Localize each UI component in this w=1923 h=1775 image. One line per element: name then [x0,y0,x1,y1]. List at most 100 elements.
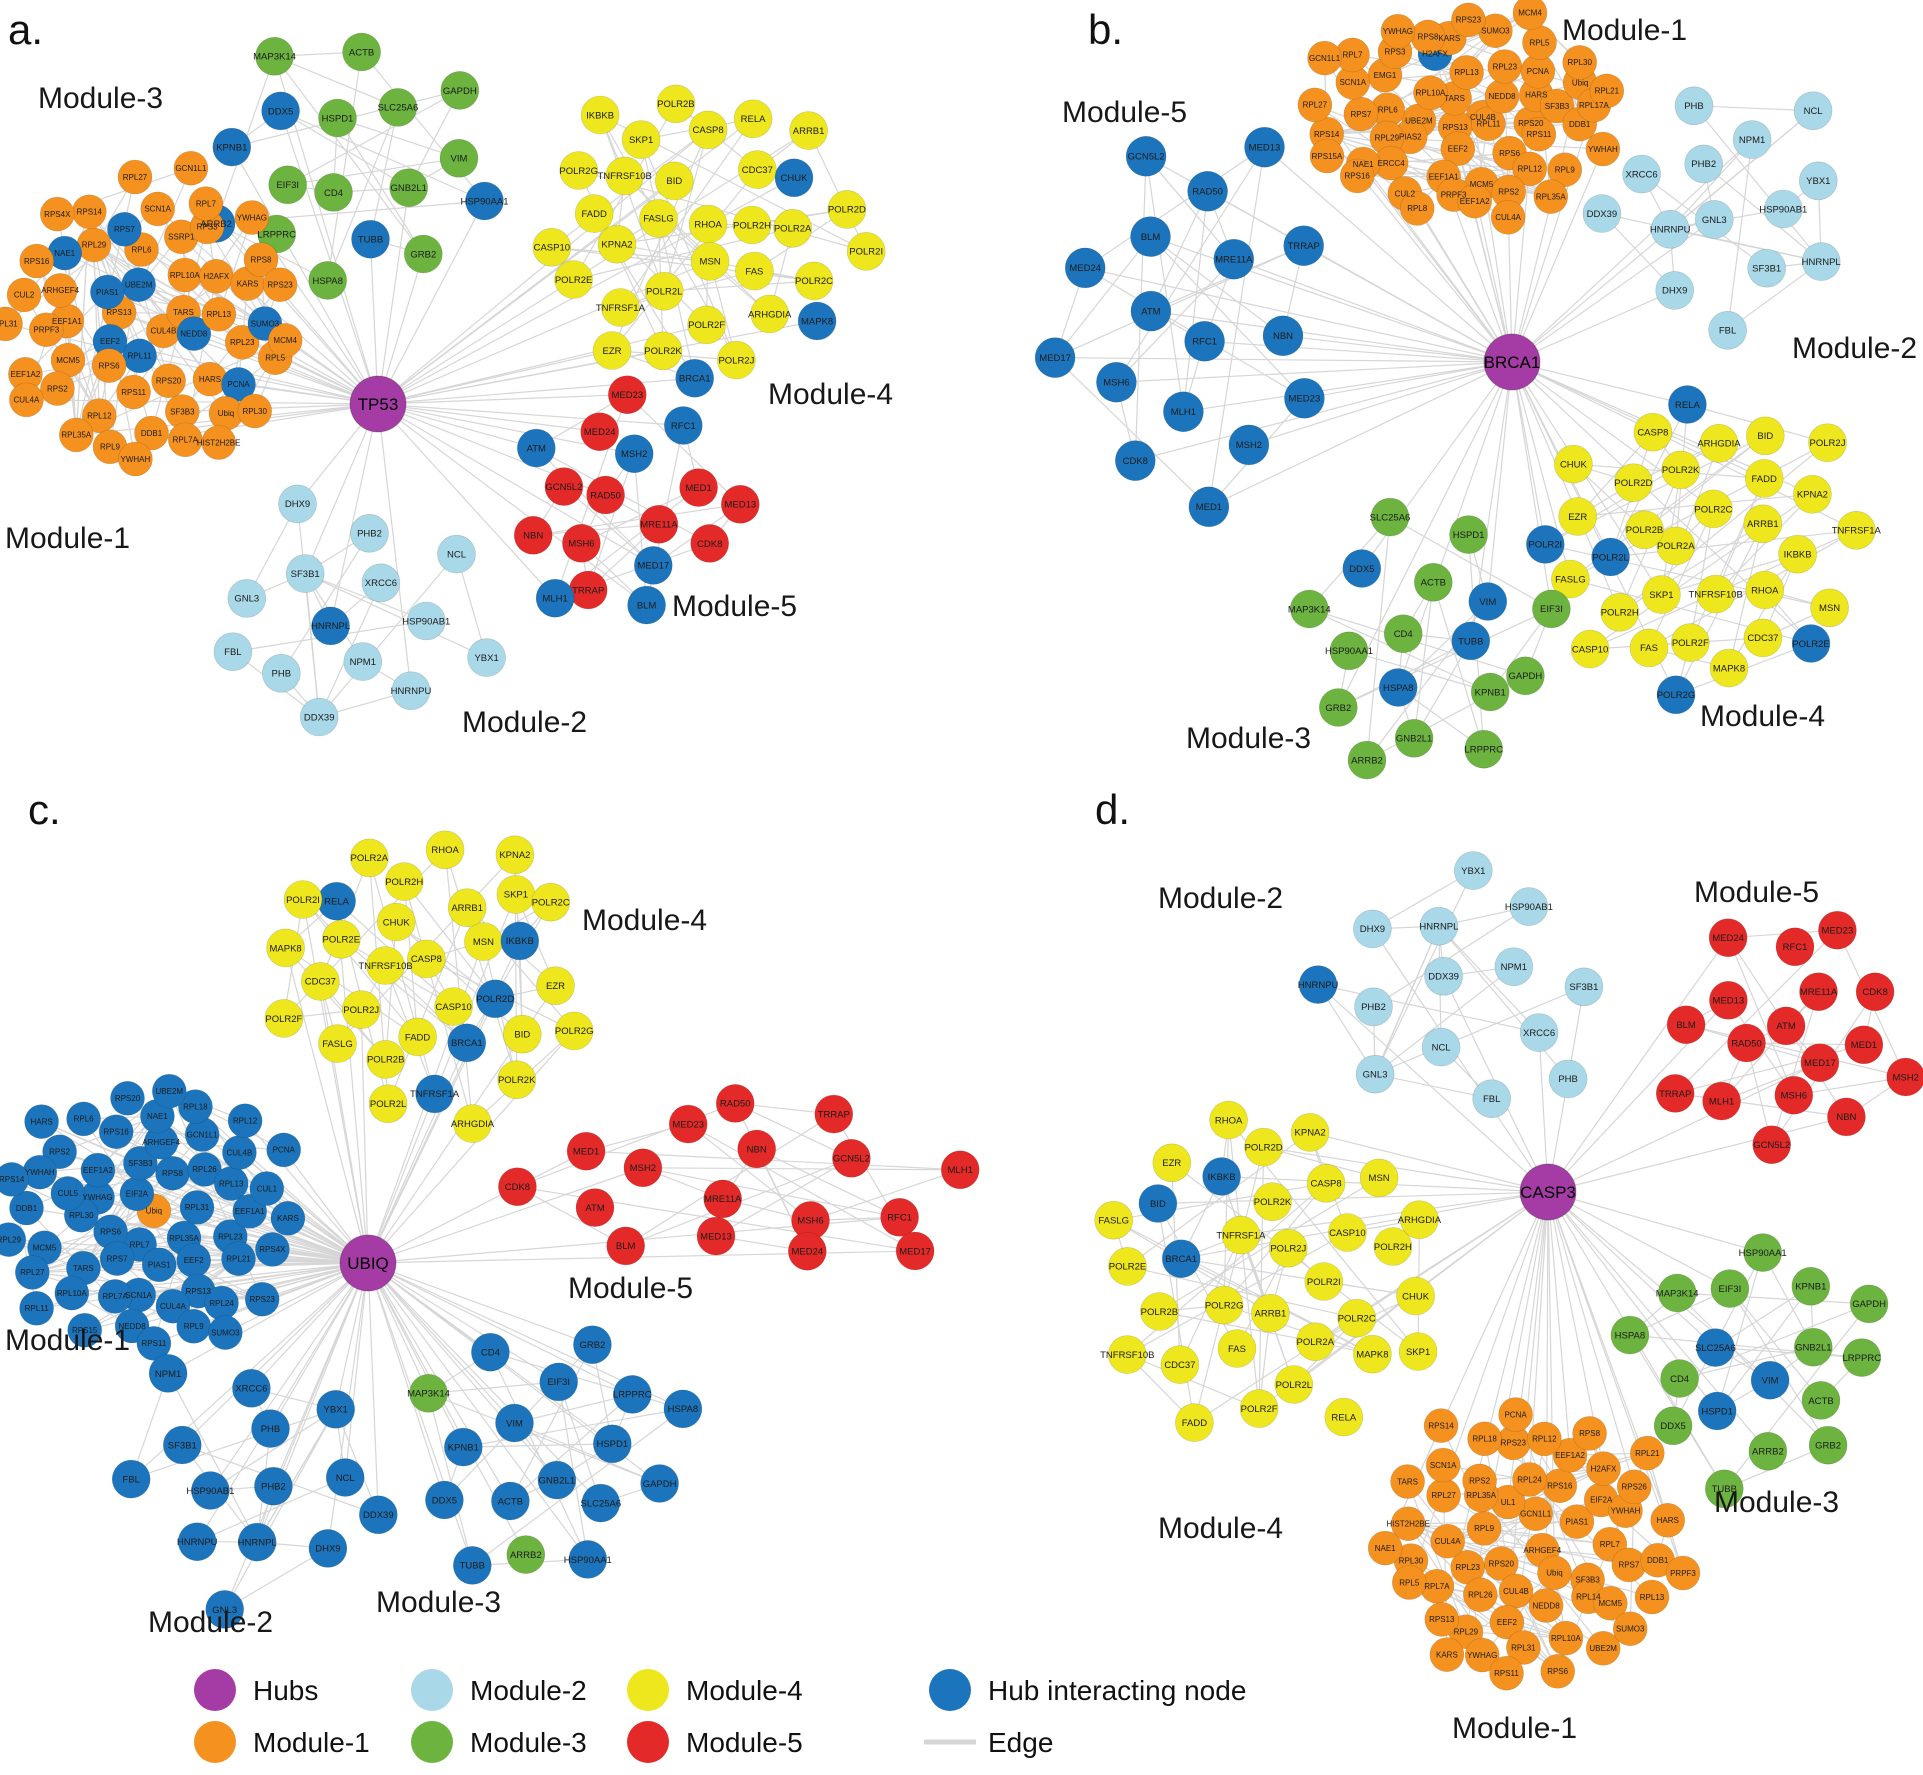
node-label-ezr: EZR [1162,1158,1181,1169]
edge [1511,148,1604,363]
node-label-gnb2l1: GNB2L1 [1795,1343,1831,1354]
node-label-ube2m: UBE2M [1405,117,1433,126]
node-scn1a [140,191,175,227]
node-rps20 [1484,1546,1519,1581]
node-label-atm: ATM [527,443,546,454]
node-label-ddb1: DDB1 [1569,120,1591,129]
node-ddx39 [1424,956,1463,996]
node-label-polr2c: POLR2C [532,898,570,909]
node-gnb2l1 [389,168,429,207]
node-label-rpl13: RPL13 [219,1179,244,1188]
edge [463,1443,613,1448]
node-label-casp8: CASP8 [411,954,442,965]
node-label-rfc1: RFC1 [887,1213,912,1224]
node-rps4x [39,196,75,232]
node-actb [491,1481,530,1521]
node-gnl3 [227,579,267,618]
node-label-arhgef4: ARHGEF4 [142,1138,180,1147]
node-rhoa [1209,1100,1248,1140]
node-label-hsp90ab1: HSP90AB1 [402,616,450,627]
node-label-hsp90aa1: HSP90AA1 [564,1555,612,1566]
node-label-rpl27: RPL27 [1303,101,1328,110]
node-label-mcm5: MCM5 [1470,180,1494,189]
node-tnfrsf1a [1221,1215,1261,1255]
node-label-rps23: RPS23 [1456,16,1482,25]
edge [687,1123,916,1252]
node-rpl31 [0,306,23,342]
edge [1727,937,1795,1096]
edge [1233,258,1513,363]
node-label-prpf3: PRPF3 [1441,190,1467,199]
edge [810,1169,961,1221]
node-slc25a6 [581,1483,621,1523]
node-arrb1 [1251,1293,1290,1333]
node-xrcc6 [1519,1013,1559,1052]
node-polr2b [1625,510,1664,550]
module-label-module-3: Module-3 [38,82,163,115]
node-label-rps16: RPS16 [24,257,50,266]
node-label-rpl31: RPL31 [185,1203,210,1212]
edge [256,1408,337,1543]
node-label-xrcc6: XRCC6 [235,1384,267,1395]
edge [1374,986,1585,1075]
node-label-grb2: GRB2 [410,249,436,260]
node-casp10 [434,987,473,1026]
node-label-sf3b1: SF3B1 [1752,264,1781,275]
node-label-tars: TARS [1444,94,1465,103]
node-msn [1810,588,1849,628]
node-label-pcna: PCNA [1527,67,1550,76]
node-label-rad50: RAD50 [1731,1038,1762,1049]
node-polr2e [554,260,593,299]
node-polr2d [1614,463,1653,503]
node-label-polr2h: POLR2H [1374,1242,1412,1253]
edge [1317,984,1540,1034]
node-label-rpl35a: RPL35A [1466,1491,1496,1500]
node-ywhag [234,200,270,235]
node-rps11 [116,374,151,410]
node-label-cdc37: CDC37 [305,977,336,988]
node-ybx1 [316,1390,356,1429]
edge [1689,478,1765,643]
node-label-med24: MED24 [791,1247,823,1258]
node-polr2h [384,862,424,901]
panel-letter-b: b. [1088,6,1123,53]
node-label-med23: MED23 [611,390,643,401]
edge [1150,236,1513,363]
edge [624,175,771,315]
edge [616,208,847,245]
node-label-cdk8: CDK8 [1123,456,1148,467]
node-label-cdk8: CDK8 [697,539,722,550]
edge [1547,1191,1571,1456]
node-label-gapdh: GAPDH [643,1479,677,1490]
node-label-polr2i: POLR2I [286,895,320,906]
edge [1729,1288,1822,1401]
node-cd4 [471,1332,510,1372]
node-cdk8 [1855,972,1895,1012]
node-label-phb2: PHB2 [1361,1002,1386,1013]
node-label-gapdh: GAPDH [1509,671,1543,682]
node-msh2 [614,434,654,474]
node-hspa8 [1610,1315,1650,1355]
node-label-polr2a: POLR2A [351,853,389,864]
node-label-mre11a: MRE11A [1215,255,1253,266]
node-brca1 [447,1023,487,1063]
node-ikbkb [580,95,620,135]
edge [26,399,379,405]
node-rpl26 [187,1152,222,1187]
node-label-hspa8: HSPA8 [312,276,342,287]
edge [626,394,741,505]
node-label-casp10: CASP10 [435,1002,471,1013]
node-rhoa [1745,570,1785,610]
node-label-trrap: TRRAP [572,585,604,596]
node-cul4a [1430,1523,1465,1559]
node-label-med23: MED23 [1289,394,1321,405]
node-label-vim: VIM [451,154,468,165]
node-label-rpl10a: RPL10A [1551,1634,1581,1643]
node-label-eef1a1: EEF1A1 [52,317,82,326]
node-actb [342,32,381,72]
node-arrb2 [1748,1432,1788,1471]
node-mre11a [639,504,679,544]
node-rad50 [715,1084,755,1123]
node-med1 [1188,486,1230,528]
node-label-scn1a: SCN1A [1339,78,1366,87]
